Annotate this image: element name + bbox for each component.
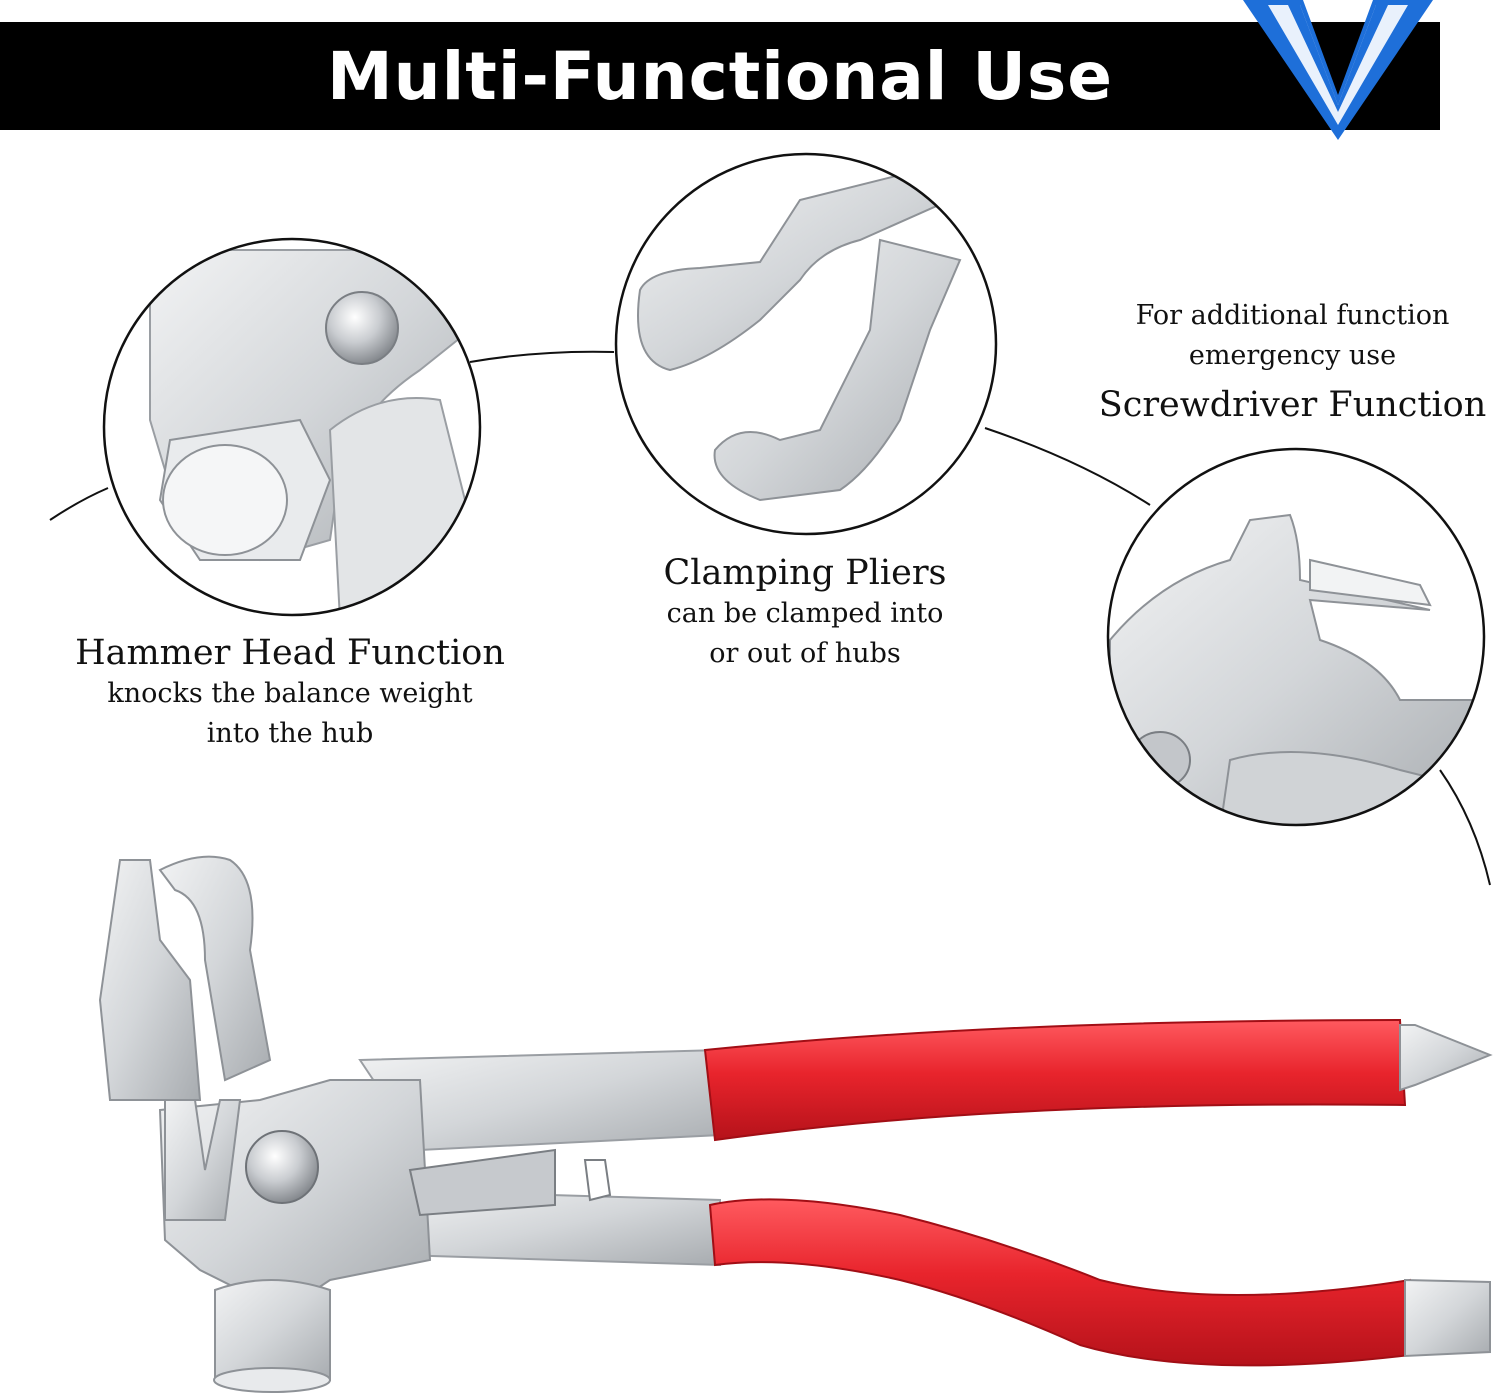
screwdriver-note-line1: For additional function xyxy=(1135,300,1450,331)
hammer-label: Hammer Head Function knocks the balance … xyxy=(40,632,540,754)
screwdriver-detail-circle xyxy=(1108,449,1484,825)
clamp-label: Clamping Pliers can be clamped into or o… xyxy=(600,552,1010,674)
screwdriver-note-line2: emergency use xyxy=(1188,340,1397,371)
connector-lines xyxy=(49,350,1491,886)
v-shield-icon xyxy=(1243,0,1433,140)
clamp-detail-circle xyxy=(616,154,996,534)
hammer-desc-line2: into the hub xyxy=(206,718,374,749)
screwdriver-label: For additional function emergency use Sc… xyxy=(1085,296,1500,426)
hammer-desc-line1: knocks the balance weight xyxy=(107,678,473,709)
hammer-title: Hammer Head Function xyxy=(75,633,505,673)
clamp-title: Clamping Pliers xyxy=(663,553,947,593)
clamp-desc-line2: or out of hubs xyxy=(709,638,901,669)
clamp-desc-line1: can be clamped into xyxy=(666,598,944,629)
screwdriver-title: Screwdriver Function xyxy=(1098,385,1487,425)
hammer-detail-circle xyxy=(104,239,480,615)
pliers-tool xyxy=(98,855,1493,1393)
page-title: Multi-Functional Use xyxy=(326,37,1114,115)
title-banner xyxy=(0,22,1440,130)
